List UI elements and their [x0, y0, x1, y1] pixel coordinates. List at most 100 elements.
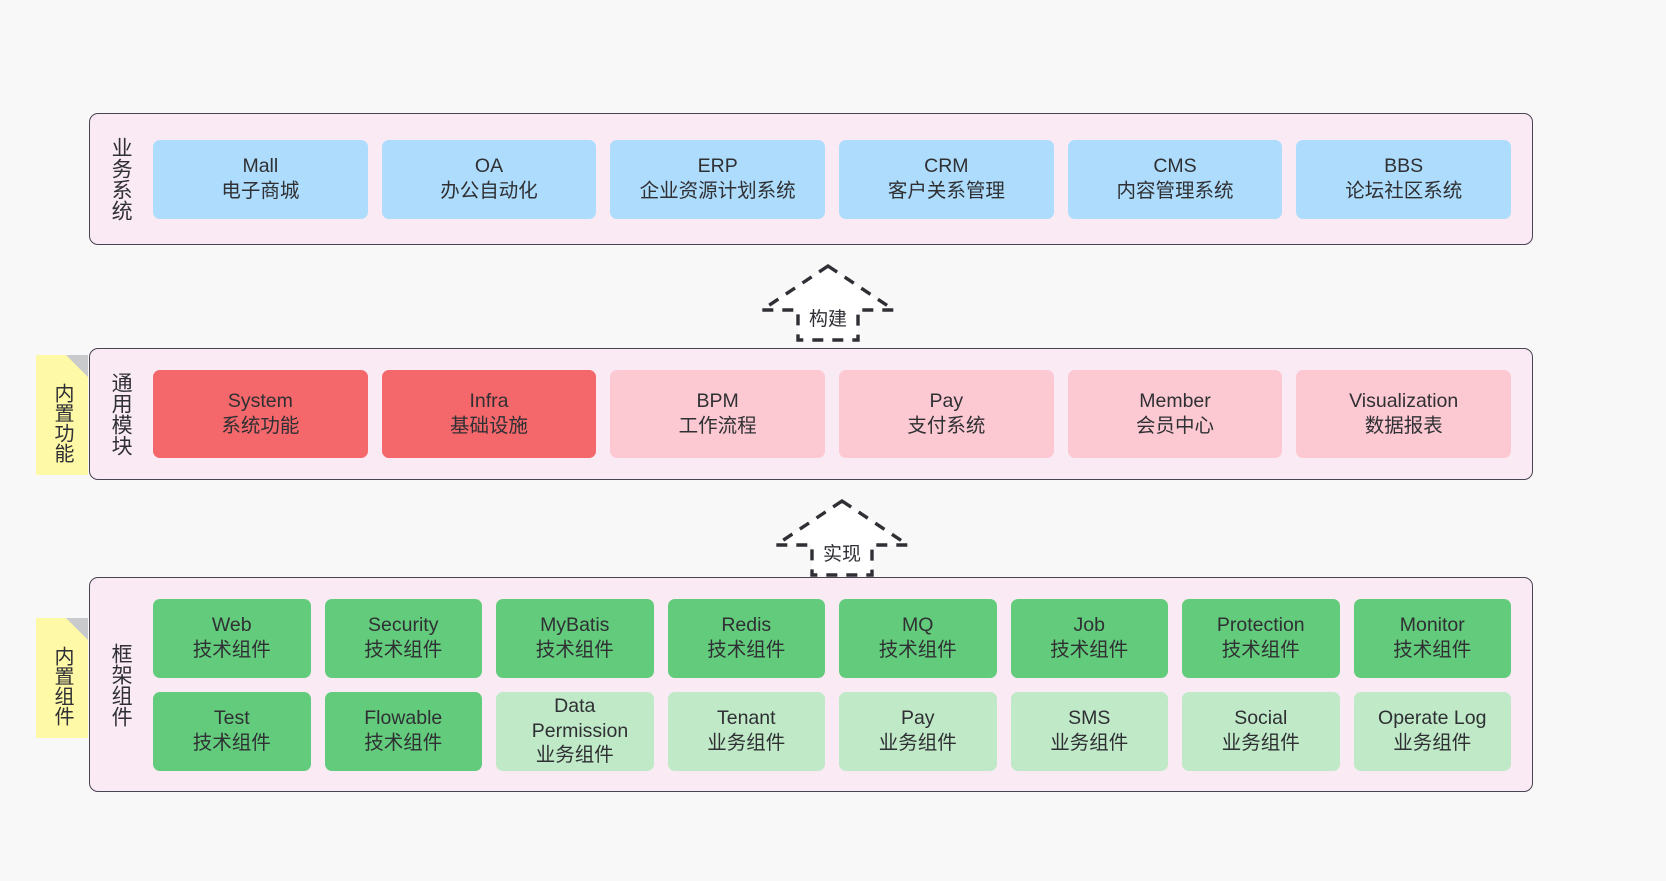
card-crm[interactable]: CRM 客户关系管理 [839, 139, 1054, 219]
card-title: Pay [929, 390, 964, 413]
card-row: Web 技术组件 Security 技术组件 MyBatis 技术组件 Redi… [146, 598, 1518, 678]
card-tenant[interactable]: Tenant 业务组件 [667, 691, 825, 771]
card-social[interactable]: Social 业务组件 [1182, 691, 1340, 771]
card-subtitle: 会员中心 [1136, 415, 1215, 437]
card-protection[interactable]: Protection 技术组件 [1182, 598, 1340, 678]
card-subtitle: 技术组件 [1050, 639, 1129, 661]
layer-body-business-systems: Mall 电子商城 OA 办公自动化 ERP 企业资源计划系统 CRM 客户关系… [138, 114, 1532, 244]
card-title: Monitor [1399, 614, 1465, 637]
card-infra[interactable]: Infra 基础设施 [381, 370, 597, 458]
card-title: Social [1234, 707, 1288, 730]
card-test[interactable]: Test 技术组件 [153, 691, 311, 771]
layer-business-systems: 业务系统 Mall 电子商城 OA 办公自动化 ERP 企业资源计划系统 CRM [89, 113, 1533, 245]
card-title: Security [368, 614, 439, 637]
card-web[interactable]: Web 技术组件 [153, 598, 311, 678]
note-label: 内置功能 [51, 383, 73, 463]
card-title: MQ [902, 614, 934, 637]
note-builtin-features: 内置功能 [36, 355, 88, 475]
card-subtitle: 技术组件 [364, 732, 443, 754]
card-subtitle: 业务组件 [707, 732, 786, 754]
card-title: Data Permission [531, 695, 629, 742]
card-title: Visualization [1349, 390, 1459, 413]
card-title: BBS [1384, 155, 1424, 178]
card-subtitle: 工作流程 [678, 415, 757, 437]
card-bpm[interactable]: BPM 工作流程 [610, 370, 826, 458]
layer-framework-components: 框架组件 Web 技术组件 Security 技术组件 MyBatis 技术组件 [89, 577, 1533, 792]
card-subtitle: 业务组件 [1050, 732, 1129, 754]
card-subtitle: 内容管理系统 [1116, 180, 1234, 202]
card-security[interactable]: Security 技术组件 [324, 598, 482, 678]
card-bbs[interactable]: BBS 论坛社区系统 [1296, 139, 1512, 219]
layer-body-framework-components: Web 技术组件 Security 技术组件 MyBatis 技术组件 Redi… [138, 578, 1532, 791]
card-mybatis[interactable]: MyBatis 技术组件 [496, 598, 654, 678]
card-subtitle: 论坛社区系统 [1345, 180, 1463, 202]
card-visualization[interactable]: Visualization 数据报表 [1296, 370, 1512, 458]
card-operate-log[interactable]: Operate Log 业务组件 [1353, 691, 1511, 771]
card-subtitle: 业务组件 [1393, 732, 1472, 754]
card-subtitle: 数据报表 [1364, 415, 1443, 437]
card-title: Member [1139, 390, 1211, 413]
card-sms[interactable]: SMS 业务组件 [1010, 691, 1168, 771]
card-title: Infra [469, 390, 509, 413]
card-subtitle: 电子商城 [221, 180, 300, 202]
card-title: System [227, 390, 293, 413]
card-subtitle: 基础设施 [450, 415, 529, 437]
card-flowable[interactable]: Flowable 技术组件 [324, 691, 482, 771]
note-fold-corner-icon [66, 355, 88, 377]
card-row: Mall 电子商城 OA 办公自动化 ERP 企业资源计划系统 CRM 客户关系… [146, 139, 1518, 219]
card-title: Flowable [364, 707, 443, 730]
layer-title-business-systems: 业务系统 [109, 137, 133, 221]
card-subtitle: 技术组件 [535, 639, 614, 661]
layer-body-common-modules: System 系统功能 Infra 基础设施 BPM 工作流程 Pay 支付系统… [138, 349, 1532, 479]
note-label: 内置组件 [51, 646, 73, 726]
card-subtitle: 技术组件 [1393, 639, 1472, 661]
card-title: Redis [721, 614, 772, 637]
card-title: Web [211, 614, 252, 637]
card-mall[interactable]: Mall 电子商城 [153, 139, 368, 219]
card-redis[interactable]: Redis 技术组件 [667, 598, 825, 678]
card-subtitle: 系统功能 [221, 415, 300, 437]
card-subtitle: 技术组件 [878, 639, 957, 661]
card-row: Test 技术组件 Flowable 技术组件 Data Permission … [146, 691, 1518, 771]
card-title: BPM [696, 390, 739, 413]
card-subtitle: 企业资源计划系统 [639, 180, 796, 202]
card-subtitle: 技术组件 [192, 732, 271, 754]
card-subtitle: 业务组件 [535, 744, 614, 767]
card-title: SMS [1068, 707, 1111, 730]
connector-implement: 实现 [772, 497, 912, 577]
layer-title-common-modules: 通用模块 [109, 372, 133, 456]
card-title: Job [1073, 614, 1105, 637]
card-title: Pay [900, 707, 935, 730]
card-pay[interactable]: Pay 支付系统 [839, 370, 1054, 458]
card-subtitle: 技术组件 [192, 639, 271, 661]
card-title: Tenant [716, 707, 776, 730]
card-title: OA [474, 155, 504, 178]
card-title: Test [213, 707, 250, 730]
card-title: CMS [1153, 155, 1197, 178]
card-title: ERP [697, 155, 738, 178]
card-rows: Web 技术组件 Security 技术组件 MyBatis 技术组件 Redi… [146, 598, 1518, 771]
card-member[interactable]: Member 会员中心 [1067, 370, 1283, 458]
card-subtitle: 技术组件 [707, 639, 786, 661]
card-title: CRM [924, 155, 969, 178]
card-subtitle: 办公自动化 [440, 180, 538, 202]
card-cms[interactable]: CMS 内容管理系统 [1067, 139, 1283, 219]
connector-build: 构建 [758, 262, 898, 342]
card-job[interactable]: Job 技术组件 [1010, 598, 1168, 678]
card-title: Protection [1216, 614, 1305, 637]
card-row: System 系统功能 Infra 基础设施 BPM 工作流程 Pay 支付系统… [146, 370, 1518, 458]
card-oa[interactable]: OA 办公自动化 [381, 139, 597, 219]
card-subtitle: 技术组件 [364, 639, 443, 661]
card-erp[interactable]: ERP 企业资源计划系统 [610, 139, 826, 219]
card-subtitle: 业务组件 [1221, 732, 1300, 754]
card-subtitle: 业务组件 [878, 732, 957, 754]
card-data-permission[interactable]: Data Permission 业务组件 [496, 691, 654, 771]
card-subtitle: 技术组件 [1221, 639, 1300, 661]
card-mq[interactable]: MQ 技术组件 [839, 598, 997, 678]
note-fold-corner-icon [66, 618, 88, 640]
card-monitor[interactable]: Monitor 技术组件 [1353, 598, 1511, 678]
card-subtitle: 客户关系管理 [887, 180, 1005, 202]
card-pay-business[interactable]: Pay 业务组件 [839, 691, 997, 771]
card-system[interactable]: System 系统功能 [153, 370, 368, 458]
